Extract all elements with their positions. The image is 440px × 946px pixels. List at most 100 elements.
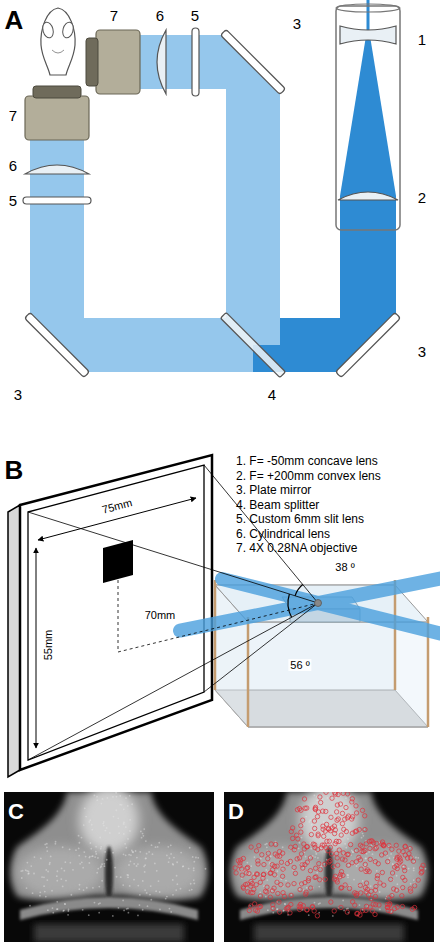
brain-speckle [106,827,108,829]
brain-speckle [114,867,116,869]
brain-speckle [143,828,145,830]
brain-speckle [361,837,363,839]
brain-speckle [146,853,148,855]
cell-roi [243,882,247,886]
brain-speckle [266,879,268,881]
brain-speckle [167,846,169,848]
stimulus-screen [8,455,212,777]
cell-roi [238,858,242,862]
brain-speckle [326,797,328,799]
brain-speckle [43,885,45,887]
cell-roi [340,821,344,825]
brain-speckle [308,821,310,823]
brain-speckle [90,848,92,850]
callout-number: 3 [418,344,426,361]
cell-roi [385,902,389,906]
screen-inner [28,465,204,760]
brain-speckle [116,876,118,878]
brain-speckle [170,844,172,846]
cell-roi [376,862,380,866]
cell-roi [308,886,312,890]
cell-roi [323,877,327,881]
brain-speckle [172,863,174,865]
angle-arc [295,585,303,596]
brain-speckle [347,908,349,910]
brain-speckle [345,797,347,799]
brain-speckle [88,821,90,823]
brain-speckle [62,910,64,912]
brain-speckle [56,901,58,903]
cell-roi [334,878,338,882]
cell-roi [386,908,390,912]
cell-roi [316,847,320,851]
brain-speckle [85,856,87,858]
cell-roi [288,911,292,915]
brain-speckle [310,848,312,850]
brain-speckle [347,874,349,876]
brain-speckle [376,870,378,872]
cell-roi [363,848,367,852]
cell-roi [244,871,248,875]
panel-letter: D [228,800,244,824]
cell-roi [279,860,283,864]
brain-speckle [100,848,102,850]
brain-speckle [101,880,103,882]
brain-speckle [348,864,350,866]
cell-roi [400,904,404,908]
cell-roi [343,817,347,821]
cell-roi [300,818,304,822]
brain-speckle [176,875,178,877]
cell-roi [410,907,414,911]
brain-speckle [150,885,152,887]
brain-speckle [408,868,410,870]
brain-speckle [125,797,127,799]
callout-number: 3 [293,16,301,33]
cell-roi [294,833,298,837]
cell-roi [298,902,302,906]
cell-roi [271,903,275,907]
cell-roi [408,846,412,850]
brain-image [224,792,434,942]
brain-speckle [142,909,144,911]
cell-roi [360,844,364,848]
fish-eye [41,21,55,39]
cell-roi [400,894,404,898]
brain-speckle [127,805,129,807]
cell-roi [331,864,335,868]
cell-roi [339,886,343,890]
cell-roi [383,851,387,855]
illustration-part [224,792,434,942]
cell-roi [290,836,294,840]
cell-roi [359,891,363,895]
brain-speckle [352,851,354,853]
cell-roi [346,852,350,856]
brain-speckle [98,912,100,914]
screen-frame [20,455,212,770]
brain-speckle [389,857,391,859]
brain-speckle [154,863,156,865]
brain-speckle [191,889,193,891]
brain-speckle [64,903,66,905]
brain-speckle [145,840,147,842]
brain-speckle [69,862,71,864]
brain-speckle [25,869,27,871]
cell-roi [314,875,318,879]
brain-speckle [356,865,358,867]
brain-speckle [118,826,120,828]
brain-speckle [379,891,381,893]
brain-speckle [39,895,41,897]
brain-speckle [136,857,138,859]
cell-roi [341,792,345,795]
cell-roi [233,866,237,870]
cell-roi [409,856,413,860]
brain-speckle [205,868,207,870]
brain-speckle [165,898,167,900]
brain-speckle [84,807,86,809]
brain-speckle [78,848,80,850]
brain-speckle [28,873,30,875]
brain-speckle [316,872,318,874]
cell-roi [312,819,316,823]
brain-speckle [100,866,102,868]
view-line [204,603,318,692]
